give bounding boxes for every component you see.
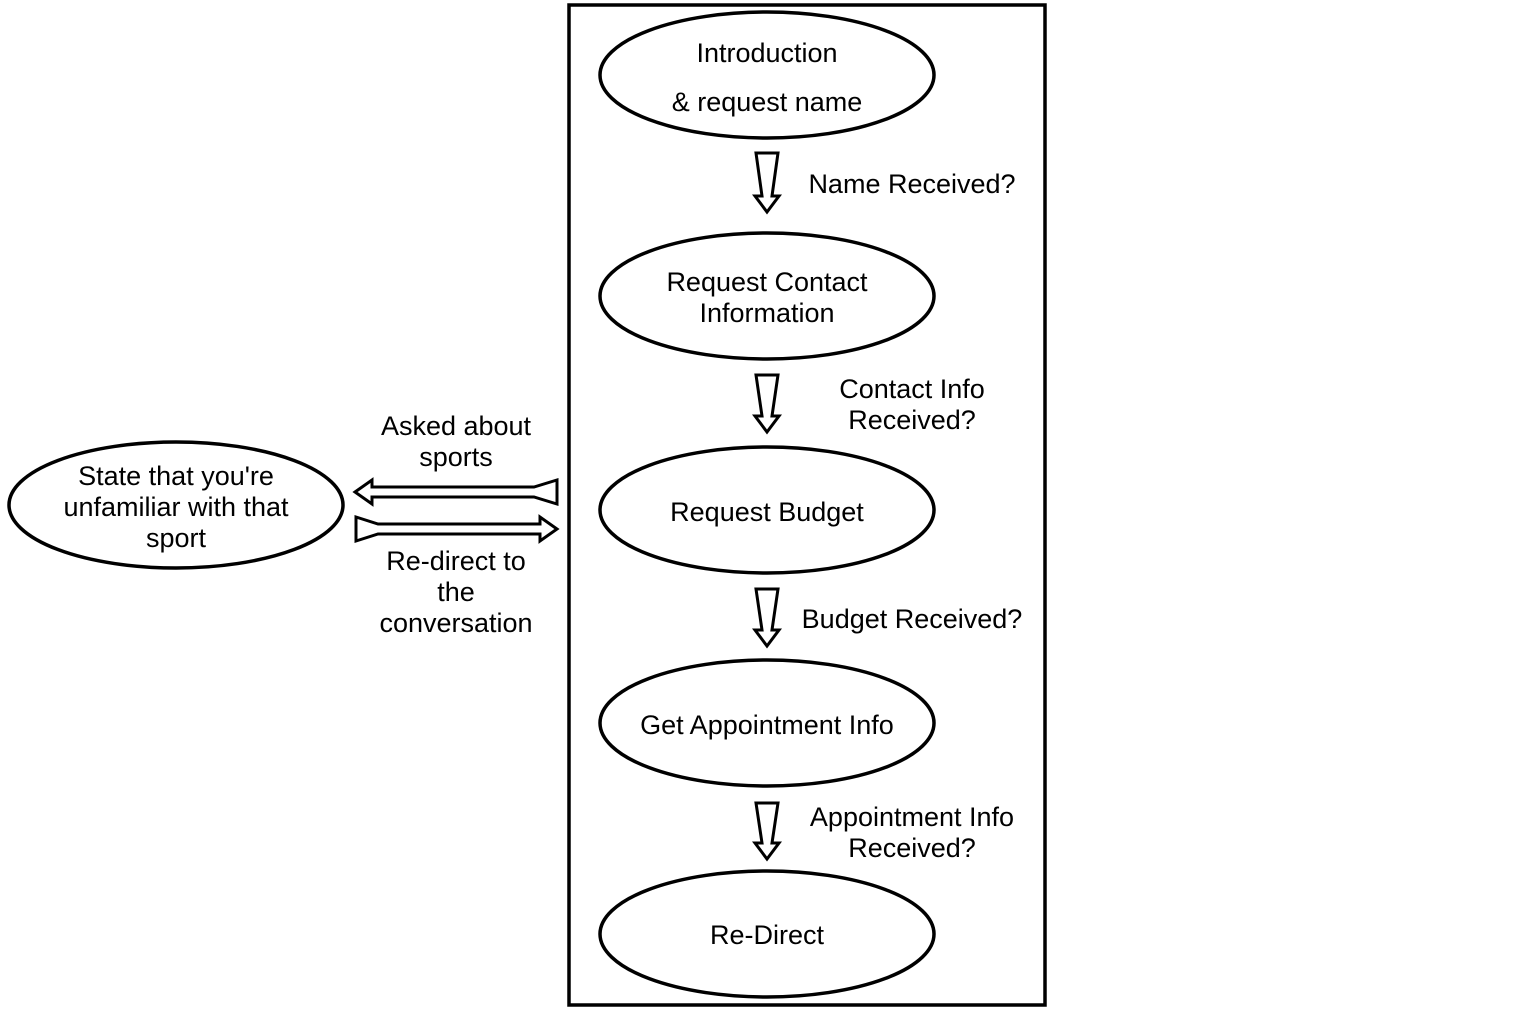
node-unfamiliar-sport-label-line-1: State that you're <box>78 461 274 491</box>
node-unfamiliar-sport-label-line-2: unfamiliar with that <box>63 492 289 522</box>
edge-appointment-received-label-line-1: Appointment Info <box>810 802 1014 832</box>
edge-contact-received-label-line-2: Received? <box>848 405 976 435</box>
node-introduction-shape <box>598 10 936 140</box>
edge-contact-received-label-line-1: Contact Info <box>839 374 985 404</box>
node-introduction-label-line-1: Introduction <box>696 38 837 68</box>
node-request-budget: Request Budget <box>598 445 936 575</box>
node-request-budget-shape <box>598 445 936 575</box>
edge-asked-sports-label-line-2: sports <box>419 442 493 472</box>
down-arrow-appointment-received <box>752 801 782 862</box>
node-request-contact-label-line-2: Information <box>699 298 834 328</box>
left-arrow-asked-about-sports <box>352 477 559 507</box>
node-introduction-label-line-2: & request name <box>672 87 863 117</box>
node-request-contact: Request Contact Information <box>598 231 936 361</box>
node-request-contact-label-line-1: Request Contact <box>666 267 868 297</box>
node-request-contact-shape <box>598 231 936 361</box>
edge-name-received-label: Name Received? <box>808 169 1015 199</box>
node-redirect-shape <box>598 869 936 999</box>
node-redirect-label: Re-Direct <box>710 920 825 950</box>
node-request-budget-label: Request Budget <box>670 497 864 527</box>
node-redirect: Re-Direct <box>598 869 936 999</box>
node-unfamiliar-sport-shape <box>7 440 345 570</box>
node-appointment-info: Get Appointment Info <box>598 658 936 788</box>
edge-asked-sports-label-line-1: Asked about <box>381 411 532 441</box>
edge-budget-received-label: Budget Received? <box>802 604 1023 634</box>
edge-redirect-conversation-label-line-1: Re-direct to <box>386 546 526 576</box>
down-arrow-contact-received <box>752 373 782 435</box>
node-introduction: Introduction & request name <box>598 10 936 140</box>
edge-redirect-conversation-label-line-3: conversation <box>379 608 532 638</box>
right-arrow-redirect-conversation <box>354 514 560 544</box>
down-arrow-name-received <box>752 151 782 215</box>
edge-redirect-conversation-label-line-2: the <box>437 577 475 607</box>
down-arrow-budget-received <box>752 587 782 649</box>
node-unfamiliar-sport: State that you're unfamiliar with that s… <box>7 440 345 570</box>
node-appointment-info-shape <box>598 658 936 788</box>
node-appointment-info-label: Get Appointment Info <box>640 710 894 740</box>
node-unfamiliar-sport-label-line-3: sport <box>146 523 207 553</box>
edge-appointment-received-label-line-2: Received? <box>848 833 976 863</box>
